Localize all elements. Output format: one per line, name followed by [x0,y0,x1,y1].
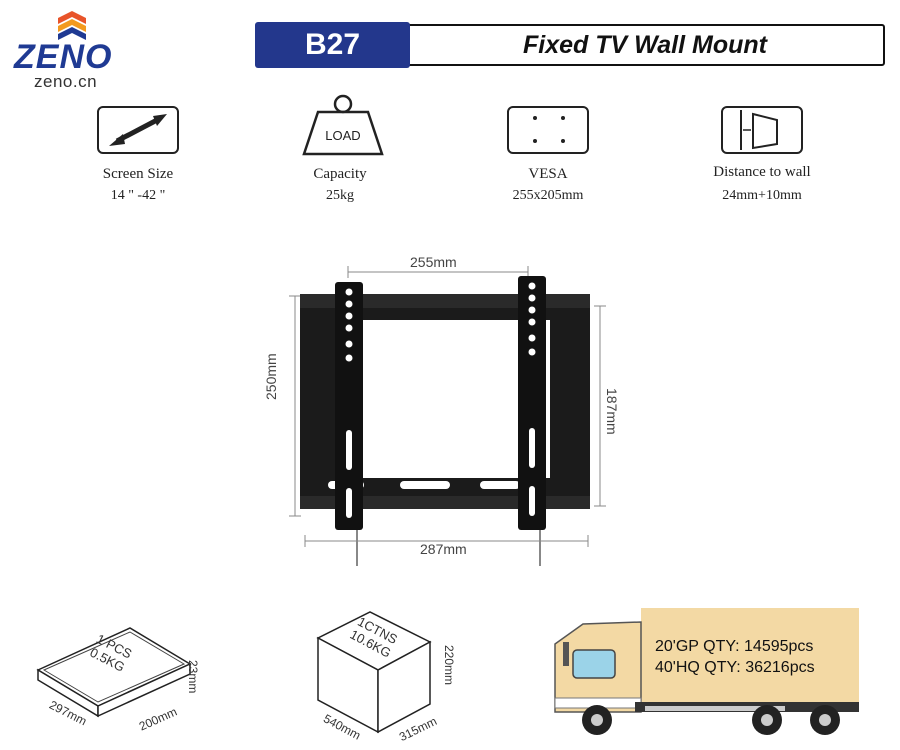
dimension-top-label: 255mm [410,254,457,270]
brand-logo-text: ZENO [14,38,113,76]
wall-plate [300,294,590,509]
vesa-value: 255x205mm [512,188,584,203]
inner-box-drawing [36,627,192,718]
carton-height: 220mm [442,645,456,686]
vesa-pattern-icon [507,106,589,154]
load-icon-text: LOAD [325,128,360,143]
capacity-label: Capacity [313,166,367,182]
carton-drawing [316,611,432,734]
distance-label: Distance to wall [713,164,811,180]
vesa-label: VESA [528,166,568,182]
distance-value: 24mm+10mm [722,188,802,203]
container-20gp-qty: 20'GP QTY: 14595pcs [655,638,814,655]
zeno-logo-icon [58,11,86,40]
container-40hq-qty: 40'HQ QTY: 36216pcs [655,659,815,676]
tv-bracket-arm-right [518,276,546,566]
load-weight-icon: LOAD [302,94,384,156]
screen-size-label: Screen Size [102,166,174,182]
model-code: B27 [255,22,410,68]
truck-illustration [554,608,859,735]
inner-box-height: 23mm [186,660,200,694]
screen-size-icon [97,106,179,154]
dimension-left-label: 250mm [263,353,279,400]
capacity-value: 25kg [326,188,354,203]
product-title: Fixed TV Wall Mount [523,30,767,59]
tv-bracket-arm-left [335,282,363,566]
brand-url: zeno.cn [34,72,98,91]
screen-size-value: 14 " -42 " [110,188,166,203]
truck-wheels [582,705,840,735]
product-drawing [289,266,606,566]
dimension-right-label: 187mm [604,388,620,435]
truck-cargo-box [641,608,859,702]
wall-distance-icon [721,106,803,154]
dimension-bottom-label: 287mm [420,541,467,557]
truck-window [572,649,616,679]
